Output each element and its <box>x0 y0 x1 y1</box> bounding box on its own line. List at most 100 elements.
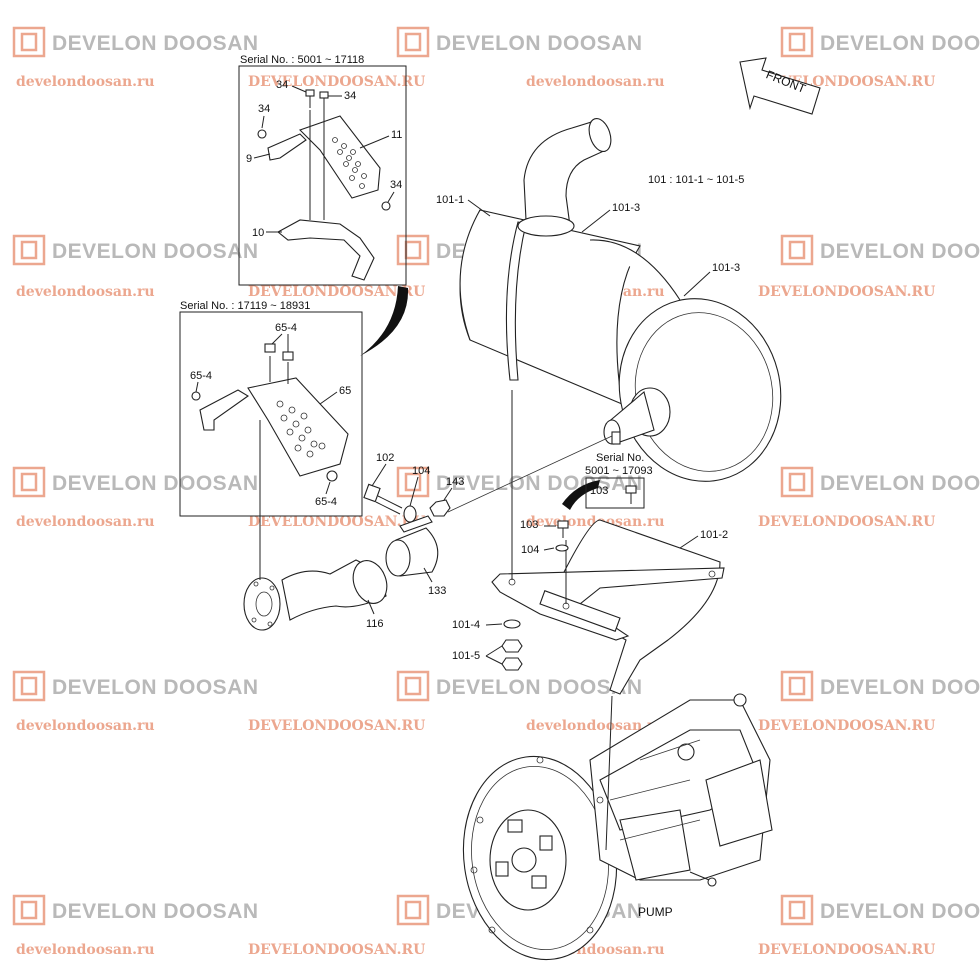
bolt-102 <box>363 483 403 515</box>
watermark-logo: DEVELON DOOSAN <box>12 466 259 498</box>
inset-connector-shape <box>360 286 409 356</box>
callout-101-5: 101-5 <box>452 650 480 662</box>
callout-101-2: 101-2 <box>700 529 728 541</box>
watermark-url: DEVELONDOOSAN.RU <box>248 942 425 958</box>
watermark-logo: DEVELON DOOSAN <box>12 234 259 266</box>
svg-text:DEVELON DOOSAN: DEVELON DOOSAN <box>820 240 980 263</box>
watermark-url: develondoosan.ru <box>16 514 155 530</box>
callout-101-3: 101-3 <box>712 262 740 274</box>
inset-mid-title: Serial No. : 17119 ~ 18931 <box>180 300 310 312</box>
watermark-logo: DEVELON DOOSAN <box>780 670 980 702</box>
bolt-34 <box>319 91 329 110</box>
svg-text:DEVELON DOOSAN: DEVELON DOOSAN <box>820 32 980 55</box>
callout-101-1: 101-1 <box>436 194 464 206</box>
front-arrow: FRONT <box>739 57 821 115</box>
nut-101-5 <box>501 639 523 671</box>
callout-116: 116 <box>366 618 384 630</box>
inset-small-connector-shape <box>562 480 600 510</box>
pump-regulator <box>705 759 773 847</box>
bracket-65 <box>247 377 349 477</box>
bracket-65-left <box>199 389 250 431</box>
callout-103: 103 <box>520 519 538 531</box>
watermark-logo: DEVELON DOOSAN <box>780 894 980 926</box>
svg-text:DEVELON DOOSAN: DEVELON DOOSAN <box>52 32 259 55</box>
svg-text:DEVELON DOOSAN: DEVELON DOOSAN <box>52 472 259 495</box>
watermark-url: DEVELONDOOSAN.RU <box>248 284 425 300</box>
bolt-34 <box>305 89 315 108</box>
inset-small-serial: 5001 ~ 17093 <box>585 465 653 477</box>
bracket-9 <box>267 133 307 161</box>
bolt-103 <box>557 520 569 538</box>
band-101-3 <box>505 221 527 381</box>
watermark-url: DEVELONDOOSAN.RU <box>758 718 935 734</box>
exhaust-pipe-116 <box>243 559 388 631</box>
watermark-logo: DEVELON DOOSAN <box>12 26 259 58</box>
callout-104: 104 <box>412 465 430 477</box>
inset-top: Serial No. : 5001 ~ 17118 34 34 34 34 <box>238 54 407 286</box>
inset-mid-frame <box>179 311 363 517</box>
svg-text:DEVELON DOOSAN: DEVELON DOOSAN <box>820 472 980 495</box>
svg-text:DEVELON DOOSAN: DEVELON DOOSAN <box>436 676 643 699</box>
assembly-note: 101 : 101-1 ~ 101-5 <box>648 174 744 186</box>
callout-34: 34 <box>276 79 288 91</box>
inset-top-frame <box>238 65 407 286</box>
callout-65: 65 <box>339 385 351 397</box>
bolt-65-4 <box>264 343 276 353</box>
callout-65-4: 65-4 <box>315 496 337 508</box>
nut-34 <box>257 129 267 139</box>
watermark-logo: DEVELON DOOSAN <box>780 26 980 58</box>
watermark-url: DEVELONDOOSAN.RU <box>248 514 425 530</box>
svg-text:DEVELON DOOSAN: DEVELON DOOSAN <box>52 676 259 699</box>
watermark-logo: DEVELON DOOSAN <box>396 26 643 58</box>
watermark-logo: DEVELON DOOSAN <box>12 670 259 702</box>
watermark-logo: DEVELON DOOSAN <box>12 894 258 926</box>
bolt-103 <box>625 485 637 494</box>
callout-103: 103 <box>590 485 608 497</box>
callout-34: 34 <box>344 90 356 102</box>
callout-101-3: 101-3 <box>612 202 640 214</box>
watermark-logo: DEVELON DOOSAN <box>780 466 980 498</box>
svg-text:DEVELON DOOSAN: DEVELON DOOSAN <box>820 900 980 923</box>
nut-34 <box>381 201 391 211</box>
callout-10: 10 <box>252 227 264 239</box>
watermark-url: DEVELONDOOSAN.RU <box>758 942 935 958</box>
nut-65-4 <box>326 470 338 482</box>
bracket-65-holes <box>276 400 326 458</box>
watermark-url: develondoosan.ru <box>526 74 665 90</box>
washer-104 <box>555 544 569 552</box>
callout-133: 133 <box>428 585 446 597</box>
inset-small: Serial No. 5001 ~ 17093 103 <box>585 452 653 509</box>
bolt-65-4 <box>282 351 294 361</box>
watermark-url: develondoosan.ru <box>16 74 155 90</box>
inset-mid: Serial No. : 17119 ~ 18931 65-4 65-4 65 … <box>179 300 363 517</box>
muffler-101-1 <box>459 117 782 482</box>
watermark-url: develondoosan.ru <box>526 718 665 734</box>
hydraulic-pump <box>462 693 773 961</box>
callout-34: 34 <box>390 179 402 191</box>
watermark-url: develondoosan.ru <box>16 942 155 958</box>
bracket-10 <box>277 219 375 281</box>
bracket-11 <box>298 115 381 199</box>
callout-143: 143 <box>446 476 464 488</box>
svg-text:DEVELON DOOSAN: DEVELON DOOSAN <box>52 240 259 263</box>
bracket-11-holes <box>332 137 367 189</box>
svg-text:DEVELON DOOSAN: DEVELON DOOSAN <box>820 676 980 699</box>
callout-34: 34 <box>258 103 270 115</box>
inset-small-frame <box>585 477 645 509</box>
callout-11: 11 <box>391 129 402 141</box>
watermark-url: develondoosan.ru <box>16 284 155 300</box>
watermark-logo: DEVELON DOOSAN <box>396 670 643 702</box>
nut-143 <box>429 499 451 517</box>
callout-102: 102 <box>376 452 394 464</box>
watermark-logo: DEVELON DOOSAN <box>780 234 980 266</box>
svg-text:DEVELON DOOSAN: DEVELON DOOSAN <box>436 32 643 55</box>
watermark-url: DEVELONDOOSAN.RU <box>758 514 935 530</box>
pipe-flange <box>243 577 281 631</box>
callout-101-4: 101-4 <box>452 619 480 631</box>
inset-small-title: Serial No. <box>596 452 644 464</box>
pump-label: PUMP <box>638 905 673 919</box>
watermark-url: DEVELONDOOSAN.RU <box>248 718 425 734</box>
callout-65-4: 65-4 <box>275 322 297 334</box>
callout-65-4: 65-4 <box>190 370 212 382</box>
